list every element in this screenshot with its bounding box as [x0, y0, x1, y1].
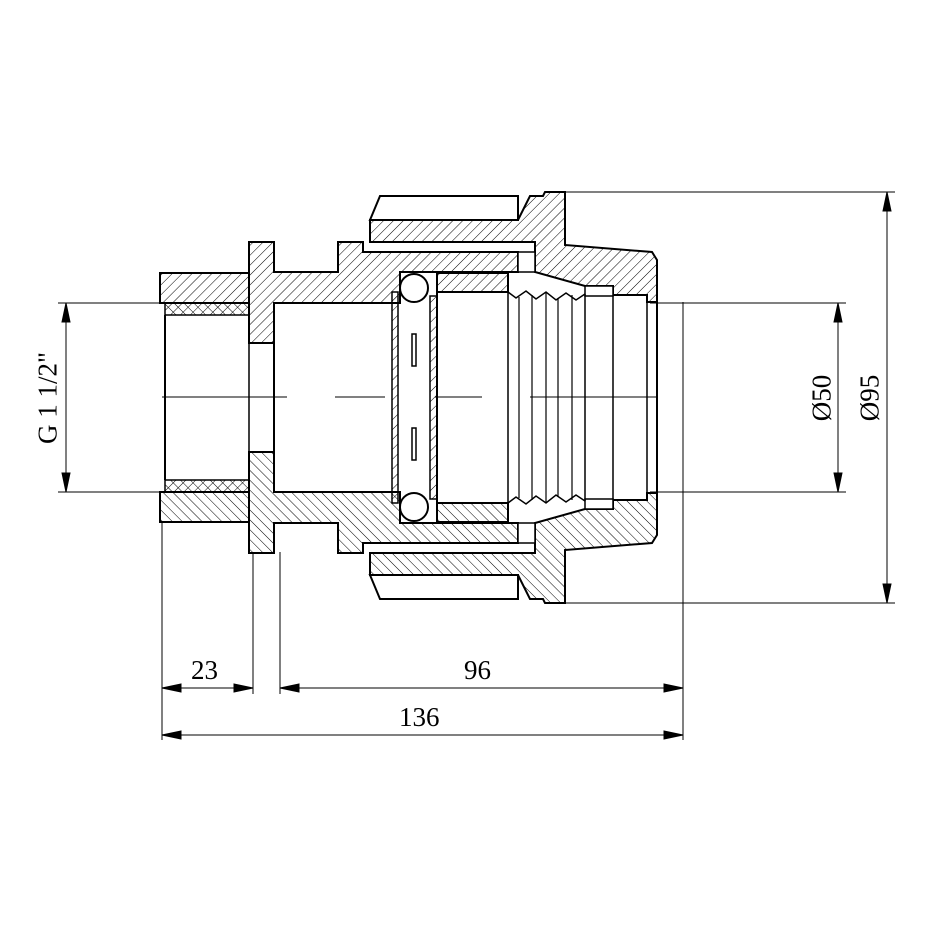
slot-icon — [411, 333, 417, 367]
inner-diameter-label: Ø50 — [806, 374, 837, 422]
thread-size-label: G 1 1/2" — [32, 351, 63, 445]
outer-diameter-label: Ø95 — [854, 374, 885, 422]
lower-half-section — [159, 451, 658, 604]
total-length-label: 136 — [399, 702, 440, 732]
dimension-lines — [58, 191, 895, 740]
upper-half-section — [159, 191, 658, 344]
interior-lines — [162, 291, 658, 504]
thread-length-label: 23 — [191, 655, 218, 685]
body-length-label: 96 — [464, 655, 491, 685]
